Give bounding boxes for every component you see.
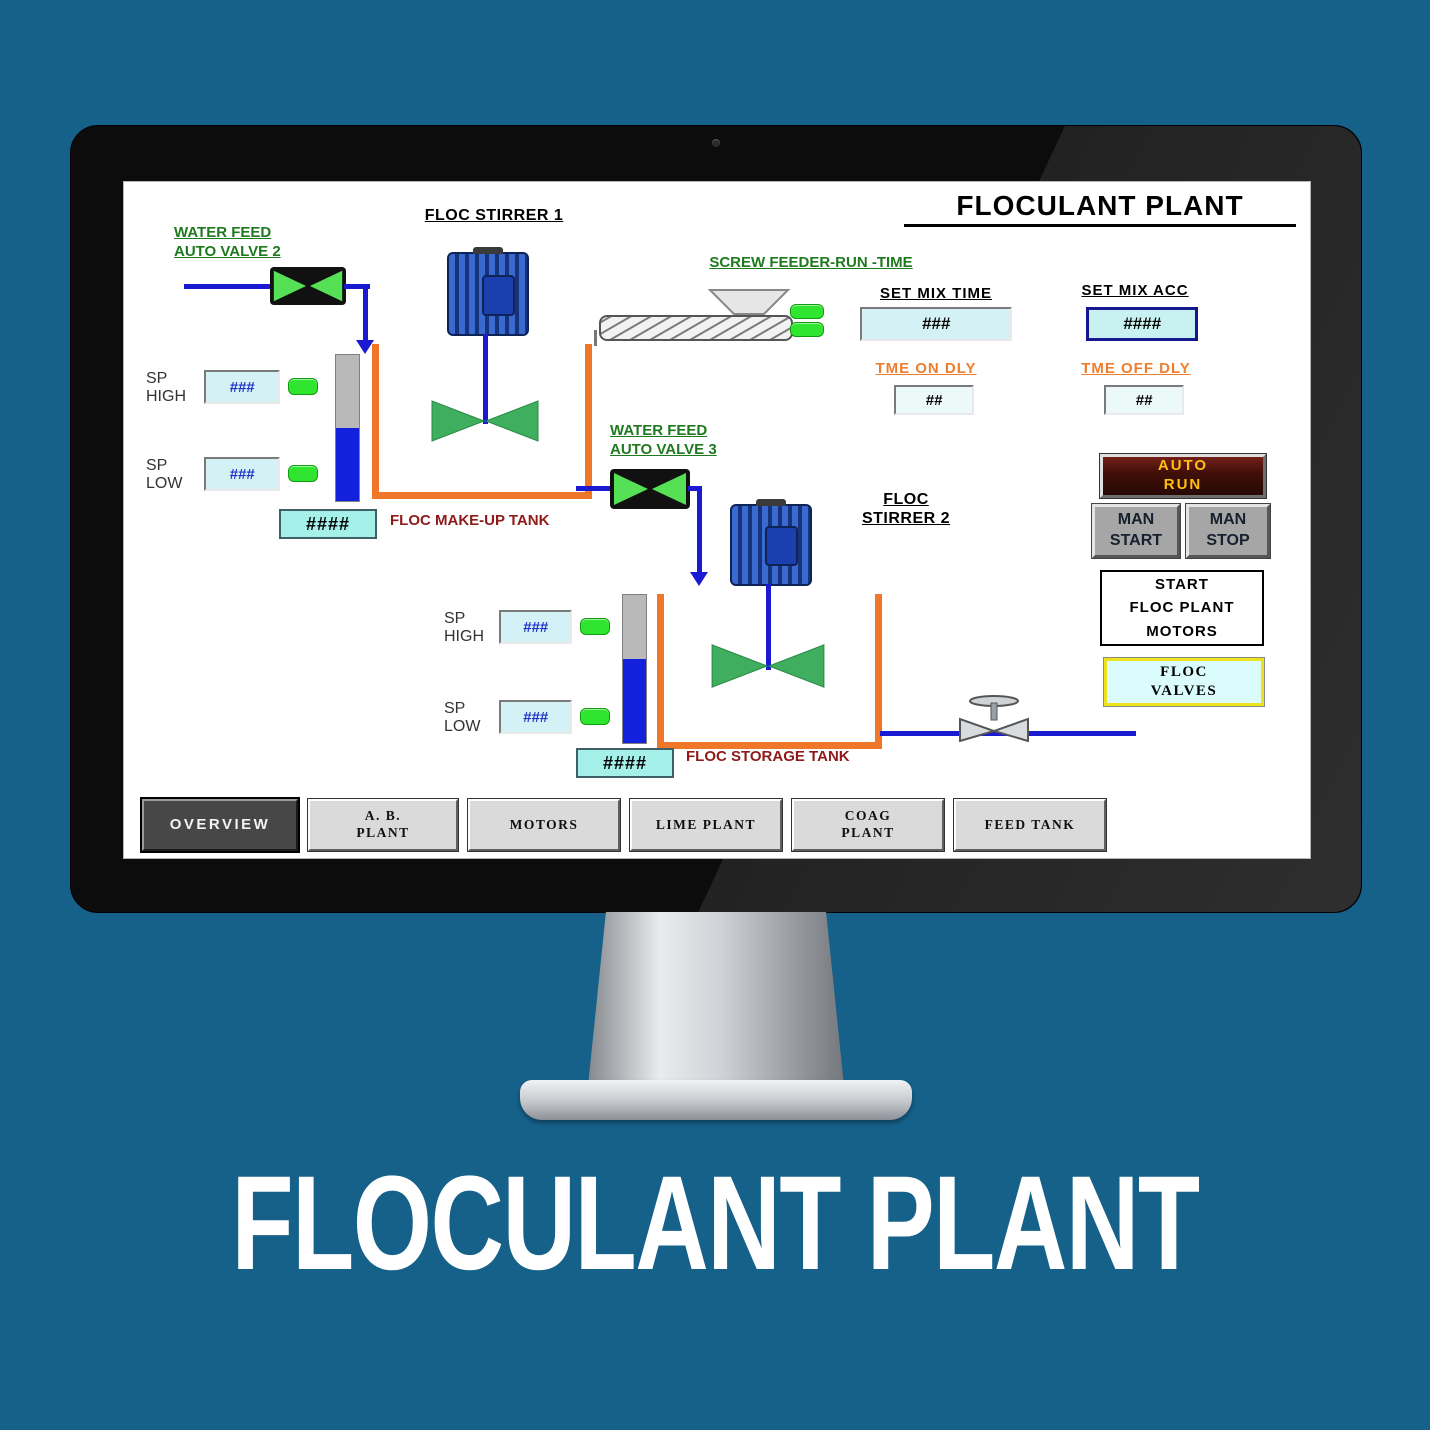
water-feed-valve-2-label: WATER FEED AUTO VALVE 2: [174, 224, 281, 260]
start-floc-plant-motors-button[interactable]: START FLOC PLANT MOTORS: [1100, 570, 1264, 646]
man-stop-button[interactable]: MAN STOP: [1185, 503, 1271, 559]
nav-motors-button[interactable]: MOTORS: [467, 798, 621, 852]
screw-discharge-chute: [594, 330, 597, 346]
scada-screen: FLOCULANT PLANT WATER FEED AUTO VALVE 2 …: [123, 181, 1311, 859]
auto-valve-2-icon[interactable]: [270, 266, 346, 306]
tank2-level-bar: [622, 594, 647, 744]
tank2-level-display: ####: [576, 748, 674, 778]
nav-ab-plant-button[interactable]: A. B. PLANT: [307, 798, 459, 852]
tank2-sp-low-indicator: [580, 708, 610, 725]
floc-valves-button[interactable]: FLOC VALVES: [1103, 657, 1265, 707]
floc-makeup-tank-label: FLOC MAKE-UP TANK: [390, 512, 550, 529]
floc-storage-tank-label: FLOC STORAGE TANK: [686, 748, 850, 765]
set-mix-acc-label: SET MIX ACC: [1081, 282, 1189, 299]
pipe-arrow-tank1: [356, 340, 374, 354]
set-mix-time-display[interactable]: ###: [860, 307, 1012, 341]
monitor-stand-neck: [588, 912, 844, 1086]
floc-storage-tank-shape: [657, 594, 882, 749]
pipe-water-feed-right: [344, 284, 370, 289]
impeller-2-icon: [710, 642, 826, 690]
nav-lime-plant-button[interactable]: LIME PLANT: [629, 798, 783, 852]
auto-run-button[interactable]: AUTO RUN: [1099, 453, 1267, 499]
monitor-bezel: FLOCULANT PLANT WATER FEED AUTO VALVE 2 …: [70, 125, 1362, 913]
tme-off-dly-label: TME OFF DLY: [1081, 360, 1191, 377]
webcam-dot: [712, 139, 720, 147]
tank1-sp-low-label: SP LOW: [146, 457, 183, 493]
tank1-level-display: ####: [279, 509, 377, 539]
tank2-sp-high-display[interactable]: ###: [499, 610, 572, 644]
tme-on-dly-display[interactable]: ##: [894, 385, 974, 415]
tank2-sp-low-display[interactable]: ###: [499, 700, 572, 734]
man-start-button[interactable]: MAN START: [1091, 503, 1181, 559]
nav-overview-button[interactable]: OVERVIEW: [140, 797, 300, 853]
pipe-valve3-right: [688, 486, 702, 491]
floc-stirrer-2-label: FLOC STIRRER 2: [861, 491, 951, 528]
monitor-stand-base: [520, 1080, 912, 1120]
stirrer-motor-2-icon: [730, 504, 812, 586]
screw-feeder-run-indicator-1: [790, 304, 824, 319]
tank2-sp-high-label: SP HIGH: [444, 610, 484, 646]
water-feed-valve-3-label: WATER FEED AUTO VALVE 3: [610, 422, 717, 458]
nav-coag-plant-button[interactable]: COAG PLANT: [791, 798, 945, 852]
tme-on-dly-label: TME ON DLY: [875, 360, 977, 377]
impeller-1-icon: [430, 399, 540, 443]
set-mix-acc-display[interactable]: ####: [1086, 307, 1198, 341]
floc-makeup-tank-shape: [372, 344, 592, 499]
tank1-sp-high-display[interactable]: ###: [204, 370, 280, 404]
manual-valve-icon: [954, 694, 1034, 743]
nav-feed-tank-button[interactable]: FEED TANK: [953, 798, 1107, 852]
tank1-sp-low-indicator: [288, 465, 318, 482]
page-title: FLOCULANT PLANT: [904, 190, 1296, 227]
stirrer-shaft-2: [766, 584, 771, 670]
set-mix-time-label: SET MIX TIME: [879, 285, 992, 302]
pipe-valve3-left: [576, 486, 612, 491]
pipe-arrow-tank2: [690, 572, 708, 586]
pipe-valve3-down: [697, 486, 702, 574]
pipe-water-feed-left: [184, 284, 272, 289]
auto-valve-3-icon[interactable]: [610, 468, 690, 510]
caption-title: FLOCULANT PLANT: [231, 1149, 1200, 1298]
floc-stirrer-1-label: FLOC STIRRER 1: [424, 207, 564, 224]
screw-feeder-icon: [598, 288, 796, 344]
screw-feeder-label: SCREW FEEDER-RUN -TIME: [709, 254, 913, 271]
tme-off-dly-display[interactable]: ##: [1104, 385, 1184, 415]
tank1-sp-low-display[interactable]: ###: [204, 457, 280, 491]
tank1-sp-high-label: SP HIGH: [146, 370, 186, 406]
screw-feeder-run-indicator-2: [790, 322, 824, 337]
tank1-level-bar: [335, 354, 360, 502]
stirrer-shaft-1: [483, 334, 488, 424]
stirrer-motor-1-icon: [447, 252, 529, 336]
tank1-sp-high-indicator: [288, 378, 318, 395]
pipe-water-feed-down: [363, 284, 368, 342]
tank2-sp-low-label: SP LOW: [444, 700, 481, 736]
tank2-sp-high-indicator: [580, 618, 610, 635]
